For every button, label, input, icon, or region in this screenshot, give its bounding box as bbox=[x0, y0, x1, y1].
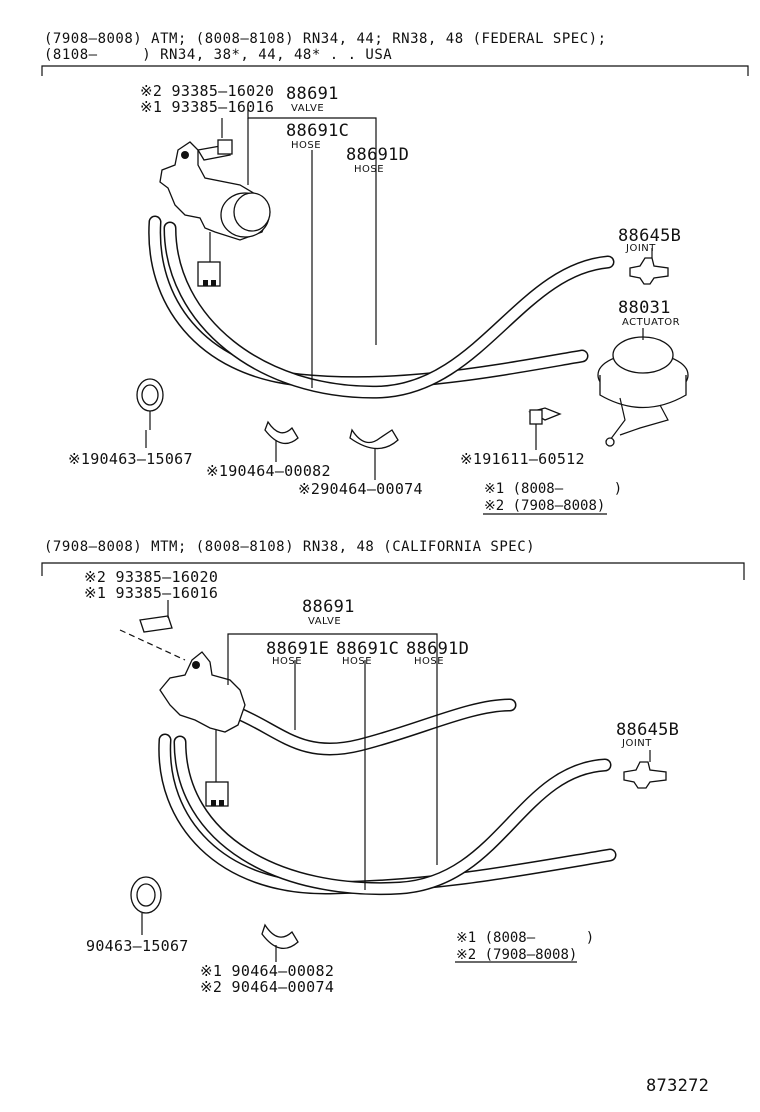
upper-joint-part-number[interactable]: 88645B bbox=[618, 226, 682, 246]
upper-clamp-part-number[interactable]: ※190463–15067 bbox=[68, 450, 193, 468]
upper-legend-note-2: ※2 (7908–8008) bbox=[484, 498, 606, 514]
lower-hose-d-part-number[interactable]: 88691D bbox=[406, 639, 470, 659]
upper-hose-c-label: HOSE bbox=[291, 140, 322, 151]
lower-joint-part-number[interactable]: 88645B bbox=[616, 720, 680, 740]
lower-clamp-shape bbox=[130, 876, 162, 935]
lower-clip-shape bbox=[261, 923, 299, 962]
upper-valve-label: VALVE bbox=[291, 103, 325, 114]
lower-bolt-shape bbox=[119, 615, 186, 661]
upper-actuator-shape bbox=[597, 336, 689, 447]
lower-hose-e-part-number[interactable]: 88691E bbox=[266, 639, 330, 659]
lower-valve-shape bbox=[159, 651, 246, 807]
upper-screw-shape bbox=[528, 407, 562, 425]
upper-hose-c-part-number[interactable]: 88691C bbox=[286, 121, 350, 141]
lower-hose-c-label: HOSE bbox=[342, 656, 373, 667]
lower-valve-part-number[interactable]: 88691 bbox=[302, 597, 355, 617]
lower-clip-part-number-2[interactable]: ※2 90464–00074 bbox=[200, 978, 335, 996]
upper-actuator-part-number[interactable]: 88031 bbox=[618, 298, 671, 318]
lower-hoses bbox=[158, 698, 617, 896]
upper-header-line-1: (7908–8008) ATM; (8008–8108) RN34, 44; R… bbox=[44, 31, 607, 47]
upper-leader-lines bbox=[145, 108, 653, 480]
upper-bolt-shape bbox=[217, 139, 233, 155]
upper-joint-shape bbox=[629, 257, 669, 285]
lower-leader-lines bbox=[167, 600, 651, 890]
upper-bolt-part-number-1[interactable]: ※1 93385–16016 bbox=[140, 98, 275, 116]
lower-clip-part-number-1[interactable]: ※1 90464–00082 bbox=[200, 962, 335, 980]
upper-valve-part-number[interactable]: 88691 bbox=[286, 84, 339, 104]
lower-bolt-part-number-2[interactable]: ※2 93385–16020 bbox=[84, 568, 219, 586]
lower-clamp-part-number[interactable]: 90463–15067 bbox=[86, 937, 189, 955]
upper-hoses bbox=[148, 215, 615, 399]
lower-valve-label: VALVE bbox=[308, 616, 342, 627]
lower-section-frame bbox=[41, 562, 745, 580]
upper-legend-note-1: ※1 (8008– ) bbox=[484, 481, 623, 497]
upper-header-line-2: (8108– ) RN34, 38*, 44, 48* . . USA bbox=[44, 47, 393, 63]
lower-legend-note-1: ※1 (8008– ) bbox=[456, 930, 595, 946]
upper-actuator-label: ACTUATOR bbox=[622, 317, 681, 328]
upper-joint-label: JOINT bbox=[626, 243, 656, 254]
upper-clip-part-number-2[interactable]: ※290464–00074 bbox=[298, 480, 423, 498]
upper-section-frame bbox=[41, 65, 749, 76]
lower-joint-shape bbox=[623, 761, 667, 789]
upper-clamp-shape bbox=[136, 378, 164, 430]
upper-bolt-part-number-2[interactable]: ※2 93385–16020 bbox=[140, 82, 275, 100]
upper-hose-d-label: HOSE bbox=[354, 164, 385, 175]
upper-clip-part-number-1[interactable]: ※190464–00082 bbox=[206, 462, 331, 480]
upper-hose-d-part-number[interactable]: 88691D bbox=[346, 145, 410, 165]
upper-clips-shape bbox=[264, 420, 399, 450]
lower-bolt-part-number-1[interactable]: ※1 93385–16016 bbox=[84, 584, 219, 602]
upper-valve-shape bbox=[159, 141, 271, 287]
lower-header-line-1: (7908–8008) MTM; (8008–8108) RN38, 48 (C… bbox=[44, 539, 536, 555]
lower-legend-note-2: ※2 (7908–8008) bbox=[456, 947, 578, 963]
figure-number: 873272 bbox=[646, 1076, 710, 1096]
upper-screw-part-number[interactable]: ※191611–60512 bbox=[460, 450, 585, 468]
lower-hose-e-label: HOSE bbox=[272, 656, 303, 667]
lower-hose-d-label: HOSE bbox=[414, 656, 445, 667]
lower-hose-c-part-number[interactable]: 88691C bbox=[336, 639, 400, 659]
lower-joint-label: JOINT bbox=[622, 738, 652, 749]
